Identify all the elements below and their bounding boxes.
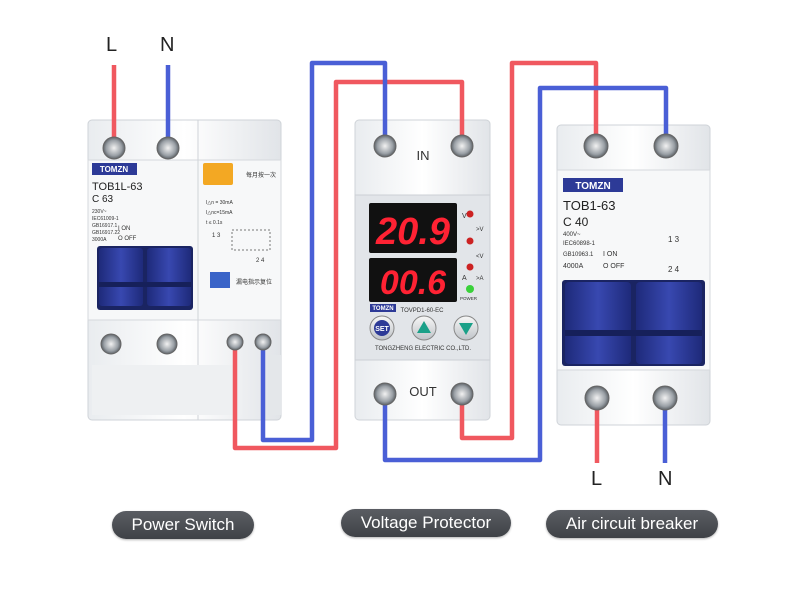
voltage-readout: 20.9 [375, 211, 450, 253]
protector-terminal-n-out[interactable] [373, 382, 397, 406]
unit-a: A [462, 275, 467, 282]
air-breaker-spec-0: 400V~ [563, 232, 581, 238]
power-switch-screw-bottom-1 [100, 333, 122, 355]
power-switch-spec-1: IEC61009-1 [92, 216, 119, 222]
current-display [369, 258, 457, 302]
protector-terminal-l-out[interactable] [450, 382, 474, 406]
rcd-spec-3: t ≤ 0.1s [206, 220, 223, 226]
air-breaker-handle-1[interactable] [565, 282, 631, 364]
caption-power-switch: Power Switch [112, 511, 254, 539]
protector-brand-plate [370, 304, 396, 312]
caption-air-circuit-breaker: Air circuit breaker [546, 510, 718, 538]
rcd-test-label: 每月按一次 [246, 171, 276, 179]
power-switch-on: I ON [118, 226, 130, 232]
protector-out-label: OUT [409, 384, 437, 399]
wires [111, 60, 669, 463]
air-breaker-off: O OFF [603, 263, 624, 270]
power-label: POWER [460, 296, 478, 301]
power-switch-off: O OFF [118, 236, 137, 242]
output-neutral-label: N [658, 468, 673, 490]
power-switch-handle-2[interactable] [147, 248, 191, 306]
power-switch-terminal-l-in[interactable] [102, 136, 126, 160]
air-breaker-spec-3: 4000A [563, 263, 584, 270]
rcd-schematic [231, 229, 271, 251]
power-switch-terminal-n-in[interactable] [156, 136, 180, 160]
power-switch-spec-4: 3000A [92, 237, 107, 243]
protector-terminal-l-in[interactable] [450, 134, 474, 158]
power-switch-spec-3: GB16917.22 [92, 230, 120, 236]
terminal-screws [100, 133, 679, 411]
input-live-label: L [106, 34, 118, 56]
switch-to-protector-neutral-wire [260, 60, 388, 443]
air-breaker-terminal-l-out[interactable] [584, 385, 610, 411]
protector-in-label: IN [417, 148, 430, 163]
air-breaker-terminals-bottom: 2 4 [668, 265, 680, 274]
power-switch-spec-0: 230V~ [92, 209, 107, 215]
protector-to-breaker-neutral-wire [382, 85, 669, 463]
air-breaker-terminal-l-in[interactable] [583, 133, 609, 159]
rcd-terminals-bottom: 2 4 [256, 258, 265, 264]
air-breaker-brand: TOMZN [575, 181, 610, 192]
air-breaker-spec-1: IEC60898-1 [563, 241, 596, 247]
rcd-terminals-top: 1 3 [212, 233, 221, 239]
power-switch-handle-1[interactable] [99, 248, 143, 306]
air-breaker-on: I ON [603, 251, 617, 258]
air-breaker-terminals-top: 1 3 [668, 235, 680, 244]
caption-voltage-protector: Voltage Protector [341, 509, 511, 537]
test-button[interactable] [203, 163, 233, 185]
air-breaker-device: TOMZN TOB1-63 C 40 400V~ IEC60898-1 GB10… [556, 124, 711, 426]
protector-terminal-n-in[interactable] [373, 134, 397, 158]
voltage-protector-device: IN OUT 20.9 00.6 V A >V <V >A POWER TOMZ… [354, 119, 491, 421]
rcd-indicator [210, 272, 230, 288]
power-switch-brand: TOMZN [100, 165, 129, 174]
protector-to-breaker-live-wire [459, 60, 599, 441]
air-breaker-spec-2: GB10963.1 [563, 252, 594, 258]
power-switch-device: TOMZN TOB1L-63 C 63 230V~ IEC61009-1 GB1… [87, 119, 282, 421]
power-led [466, 285, 474, 293]
voltage-display [369, 203, 457, 253]
rcd-spec-2: I△nc=15mA [206, 210, 233, 216]
indicator-high-voltage: >V [476, 227, 484, 233]
power-switch-rating: C 63 [92, 194, 114, 205]
power-switch-terminal-l-out[interactable] [226, 333, 244, 351]
switch-to-protector-live-wire [232, 79, 465, 451]
air-breaker-terminal-n-out[interactable] [652, 385, 678, 411]
power-switch-screw-bottom-2 [156, 333, 178, 355]
over-current-led [466, 263, 474, 271]
air-breaker-rating: C 40 [563, 215, 589, 229]
rcd-spec-1: I△n = 30mA [206, 200, 233, 206]
current-readout: 00.6 [380, 264, 447, 302]
up-arrow-icon [417, 321, 431, 333]
air-breaker-handle-2[interactable] [636, 282, 702, 364]
power-switch-brand-plate [92, 163, 137, 175]
indicator-over-current: >A [476, 276, 484, 282]
high-voltage-led [466, 210, 474, 218]
set-label: SET [375, 326, 389, 333]
protector-maker: TONGZHENG ELECTRIC CO.,LTD. [375, 346, 471, 352]
protector-model: TOVPD1-60-EC [401, 308, 445, 314]
rcd-reset-label: 漏电指示复位 [236, 278, 272, 286]
indicator-low-voltage: <V [476, 254, 484, 260]
air-breaker-model: TOB1-63 [563, 198, 616, 213]
power-switch-model: TOB1L-63 [92, 181, 143, 193]
protector-brand: TOMZN [372, 306, 393, 312]
air-breaker-brand-plate [563, 178, 623, 192]
power-switch-spec-2: GB16917.1 [92, 223, 118, 229]
down-arrow-icon [459, 323, 473, 335]
power-switch-terminal-n-out[interactable] [254, 333, 272, 351]
air-breaker-terminal-n-in[interactable] [653, 133, 679, 159]
low-voltage-led [466, 237, 474, 245]
unit-v: V [462, 213, 467, 220]
output-live-label: L [591, 468, 603, 490]
input-neutral-label: N [160, 34, 175, 56]
